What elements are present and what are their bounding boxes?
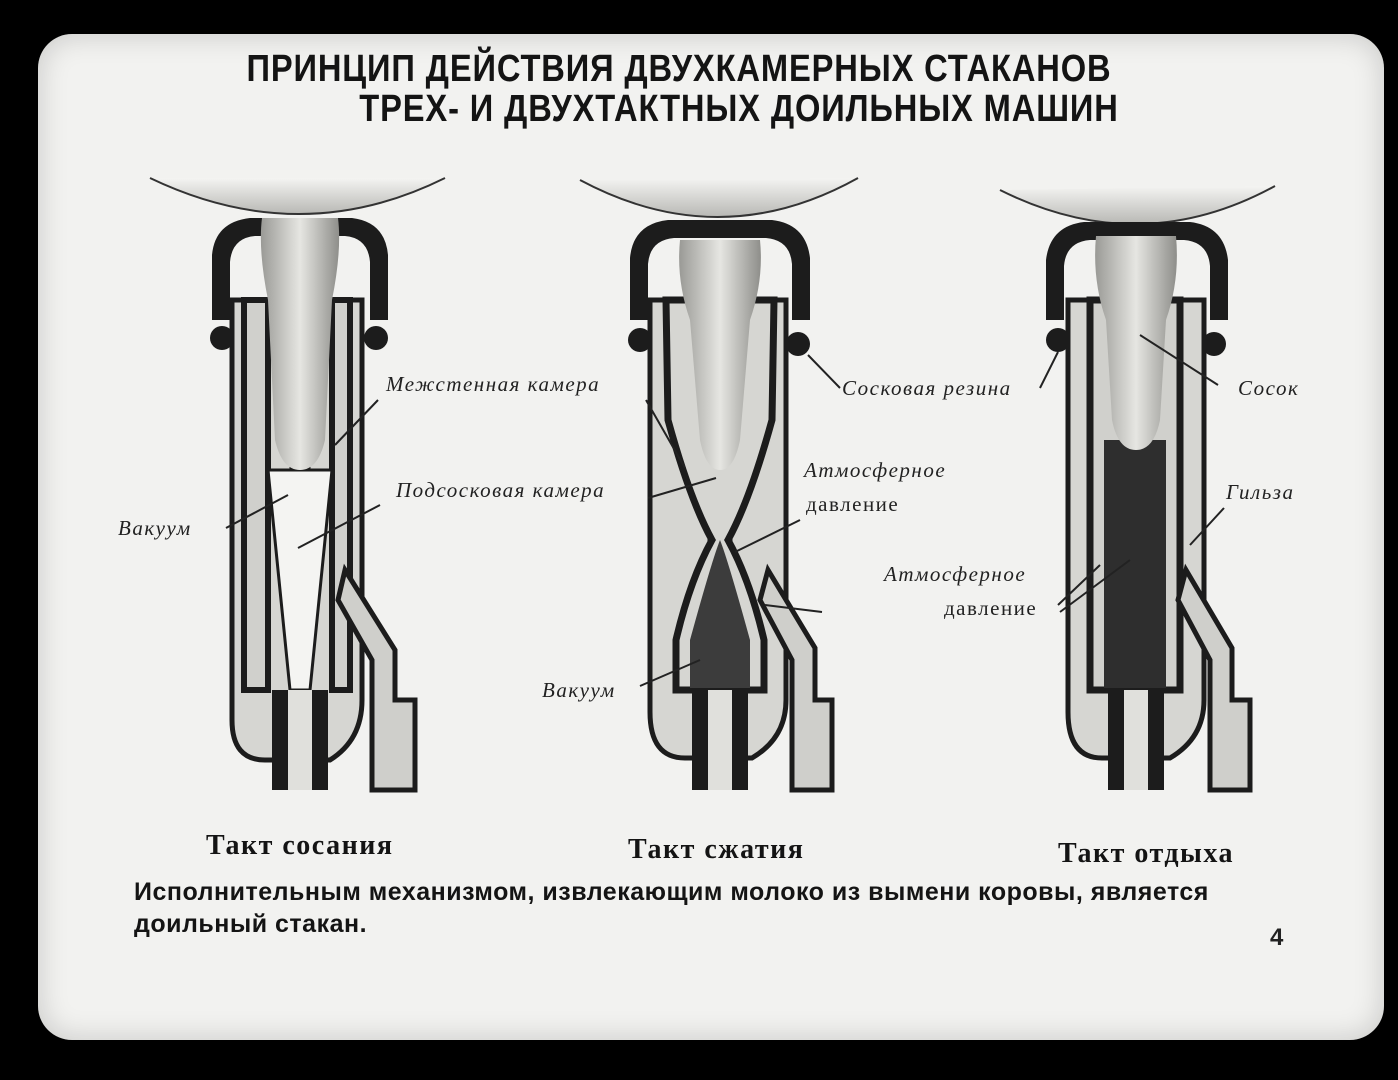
label-atm-pressure-right-1: Атмосферное bbox=[884, 562, 1027, 586]
caption-squeezing: Такт сжатия bbox=[628, 834, 805, 865]
teat-cup-rest bbox=[999, 185, 1276, 793]
label-atm-pressure-mid-2: давление bbox=[806, 492, 900, 516]
caption-rest: Такт отдыха bbox=[1058, 838, 1235, 869]
label-vacuum-mid: Вакуум bbox=[542, 678, 616, 702]
label-teat: Сосок bbox=[1238, 376, 1300, 400]
teat-cup-sucking bbox=[149, 177, 446, 793]
teat-cup-squeezing bbox=[579, 177, 859, 793]
label-teat-rubber: Сосковая резина bbox=[842, 376, 1012, 400]
title-line-1: ПРИНЦИП ДЕЙСТВИЯ ДВУХКАМЕРНЫХ СТАКАНОВ bbox=[246, 48, 1112, 90]
leader-lines bbox=[225, 334, 1225, 687]
title-line-2: ТРЕХ- И ДВУХТАКТНЫХ ДОИЛЬНЫХ МАШИН bbox=[359, 88, 1119, 130]
label-interwall-chamber: Межстенная камера bbox=[386, 372, 601, 396]
footer-text: Исполнительным механизмом, извлекающим м… bbox=[134, 878, 1209, 938]
label-atm-pressure-right-2: давление bbox=[944, 596, 1038, 620]
label-subteat-chamber: Подсосковая камера bbox=[396, 478, 606, 502]
caption-sucking: Такт сосания bbox=[206, 830, 394, 861]
page-number: 4 bbox=[1270, 924, 1284, 951]
label-atm-pressure-mid-1: Атмосферное bbox=[804, 458, 947, 482]
label-vacuum-left: Вакуум bbox=[118, 516, 192, 540]
label-sleeve: Гильза bbox=[1226, 480, 1295, 504]
